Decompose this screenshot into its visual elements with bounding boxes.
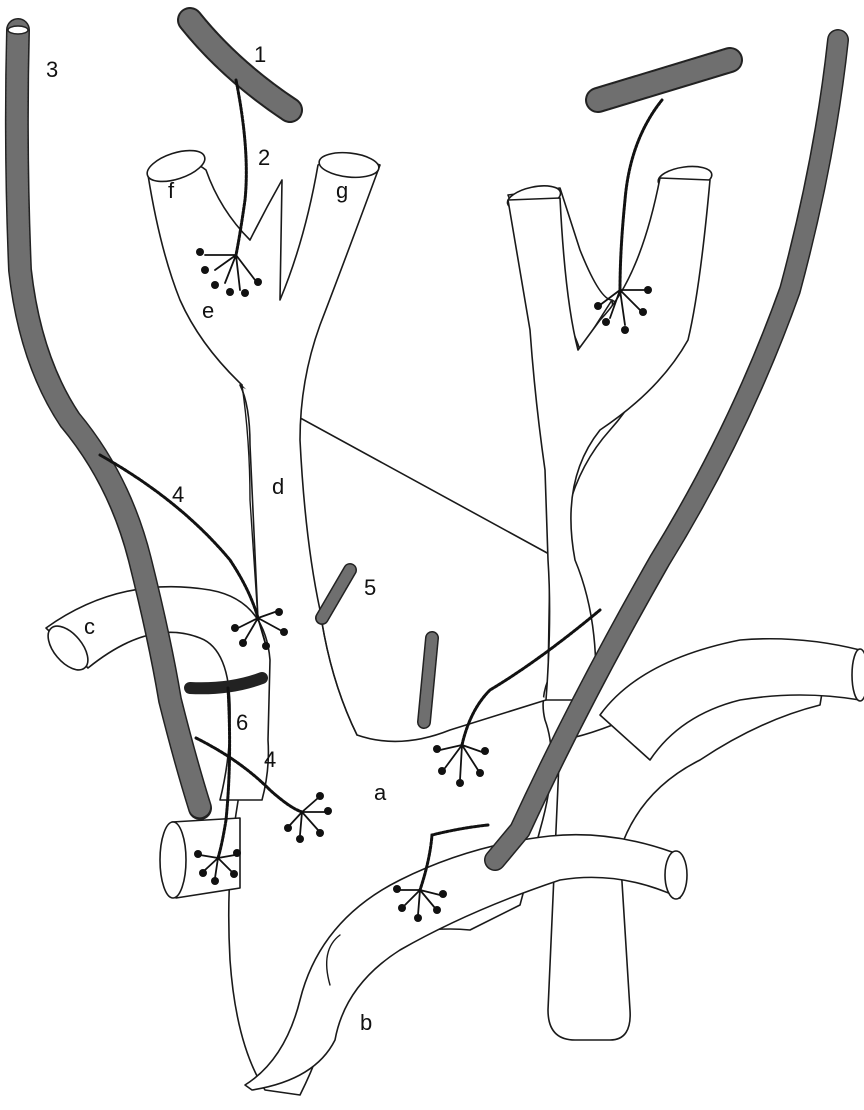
nerve-3 <box>17 30 200 808</box>
nerve-right-top <box>598 60 730 100</box>
label-nerve-4-upper: 4 <box>172 482 184 507</box>
label-vessel-g: g <box>336 178 348 203</box>
nerve-3-end <box>8 26 28 34</box>
label-vessel-f: f <box>168 178 175 203</box>
label-vessel-b: b <box>360 1010 372 1035</box>
right-branch-end <box>852 649 864 701</box>
arch-b-end <box>665 851 687 899</box>
label-vessel-a: a <box>374 780 387 805</box>
label-vessel-c: c <box>84 614 95 639</box>
left-small-tube-end <box>160 822 186 898</box>
label-nerve-6: 6 <box>236 710 248 735</box>
label-nerve-2: 2 <box>258 145 270 170</box>
label-nerve-1: 1 <box>254 42 266 67</box>
label-vessel-e: e <box>202 298 214 323</box>
label-vessel-d: d <box>272 474 284 499</box>
label-nerve-3: 3 <box>46 57 58 82</box>
label-nerve-4-lower: 4 <box>264 747 276 772</box>
nerve-6-base <box>190 678 262 688</box>
label-nerve-5: 5 <box>364 575 376 600</box>
